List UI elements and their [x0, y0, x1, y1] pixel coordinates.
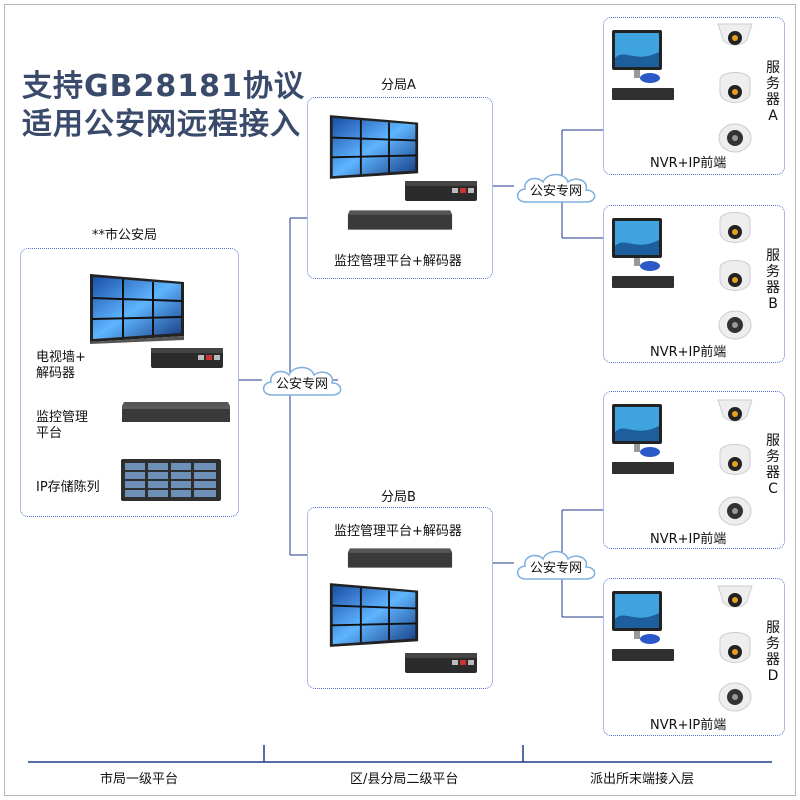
branch-b-decoder-icon [405, 653, 477, 673]
tv-wall-label: 电视墙+ 解码器 [36, 350, 86, 382]
cloud-label-b: 公安专网 [529, 561, 582, 576]
station-a-server-char-1: 服 [766, 60, 780, 76]
decoder-device-icon [151, 348, 223, 368]
branch-a-decoder-icon [405, 181, 477, 201]
storage-label: IP存储陈列 [36, 480, 100, 495]
station-b-server-char-3: 器 [766, 280, 780, 296]
storage-array-icon [121, 459, 221, 501]
station-b-server-char-1: 服 [766, 248, 780, 264]
branch-b-server-icon [347, 548, 453, 568]
tv-wall-label-line-2: 解码器 [36, 366, 76, 381]
branch-b-caption: 监控管理平台+解码器 [334, 524, 462, 539]
station-d-camera-2-icon [714, 628, 756, 674]
station-b-camera-3-icon [714, 303, 756, 349]
station-d-server-label: 服 务 器 D [765, 620, 781, 684]
city-bureau-title: **市公安局 [92, 228, 158, 243]
station-a-camera-1-icon [714, 18, 756, 64]
station-a-camera-2-icon [714, 68, 756, 114]
station-d-letter: D [767, 668, 779, 684]
station-b-caption: NVR+IP前端 [650, 345, 727, 360]
platform-label-line-1: 监控管理 [36, 410, 89, 425]
station-c-nvr-monitor-icon [612, 404, 674, 474]
title-line-1: 支持GB28181协议 [22, 69, 305, 104]
station-a-caption: NVR+IP前端 [650, 156, 727, 171]
station-b-camera-2-icon [714, 256, 756, 302]
station-b-nvr-monitor-icon [612, 218, 674, 288]
police-network-cloud-center: 公安专网 [258, 361, 346, 401]
branch-a-server-icon [347, 210, 453, 230]
station-c-caption: NVR+IP前端 [650, 532, 727, 547]
title-line-2: 适用公安网远程接入 [22, 107, 301, 142]
station-a-server-char-3: 器 [766, 92, 780, 108]
tv-wall-icon [90, 274, 184, 344]
platform-label-line-2: 平台 [36, 426, 63, 441]
tv-wall-label-line-1: 电视墙+ [36, 350, 86, 365]
station-d-server-char-1: 服 [766, 620, 780, 636]
station-a-server-char-2: 务 [766, 76, 780, 92]
station-b-server-label: 服 务 器 B [765, 248, 781, 312]
branch-b-title: 分局B [381, 490, 416, 505]
station-c-camera-2-icon [714, 440, 756, 486]
branch-b-tv-wall-icon [329, 583, 419, 647]
branch-a-title: 分局A [381, 78, 416, 93]
station-b-server-char-2: 务 [766, 264, 780, 280]
station-d-camera-3-icon [714, 675, 756, 721]
station-b-camera-1-icon [714, 208, 756, 254]
cloud-label-center: 公安专网 [275, 377, 328, 392]
axis-label-district-level: 区/县分局二级平台 [350, 772, 459, 787]
station-b-letter: B [768, 296, 778, 312]
station-c-server-label: 服 务 器 C [765, 433, 781, 497]
station-c-camera-3-icon [714, 489, 756, 535]
management-server-icon [122, 402, 230, 422]
station-d-nvr-monitor-icon [612, 591, 674, 661]
branch-a-tv-wall-icon [329, 115, 419, 179]
platform-label: 监控管理 平台 [36, 410, 88, 442]
diagram-title: 支持GB28181协议 适用公安网远程接入 [22, 68, 305, 144]
branch-a-caption: 监控管理平台+解码器 [334, 254, 462, 269]
station-d-caption: NVR+IP前端 [650, 718, 727, 733]
police-network-cloud-b: 公安专网 [512, 545, 600, 585]
station-c-server-char-2: 务 [766, 449, 780, 465]
station-a-server-label: 服 务 器 A [765, 60, 781, 124]
station-c-camera-1-icon [714, 394, 756, 440]
station-d-camera-1-icon [714, 580, 756, 626]
station-d-server-char-3: 器 [766, 652, 780, 668]
station-c-letter: C [768, 481, 778, 497]
axis-label-station-level: 派出所末端接入层 [590, 772, 695, 787]
station-a-nvr-monitor-icon [612, 30, 674, 100]
station-a-letter: A [768, 108, 778, 124]
station-c-server-char-1: 服 [766, 433, 780, 449]
axis-label-city-level: 市局一级平台 [100, 772, 179, 787]
cloud-label-a: 公安专网 [529, 184, 582, 199]
station-a-camera-3-icon [714, 116, 756, 162]
police-network-cloud-a: 公安专网 [512, 168, 600, 208]
station-c-server-char-3: 器 [766, 465, 780, 481]
station-d-server-char-2: 务 [766, 636, 780, 652]
diagram-frame [4, 4, 796, 796]
